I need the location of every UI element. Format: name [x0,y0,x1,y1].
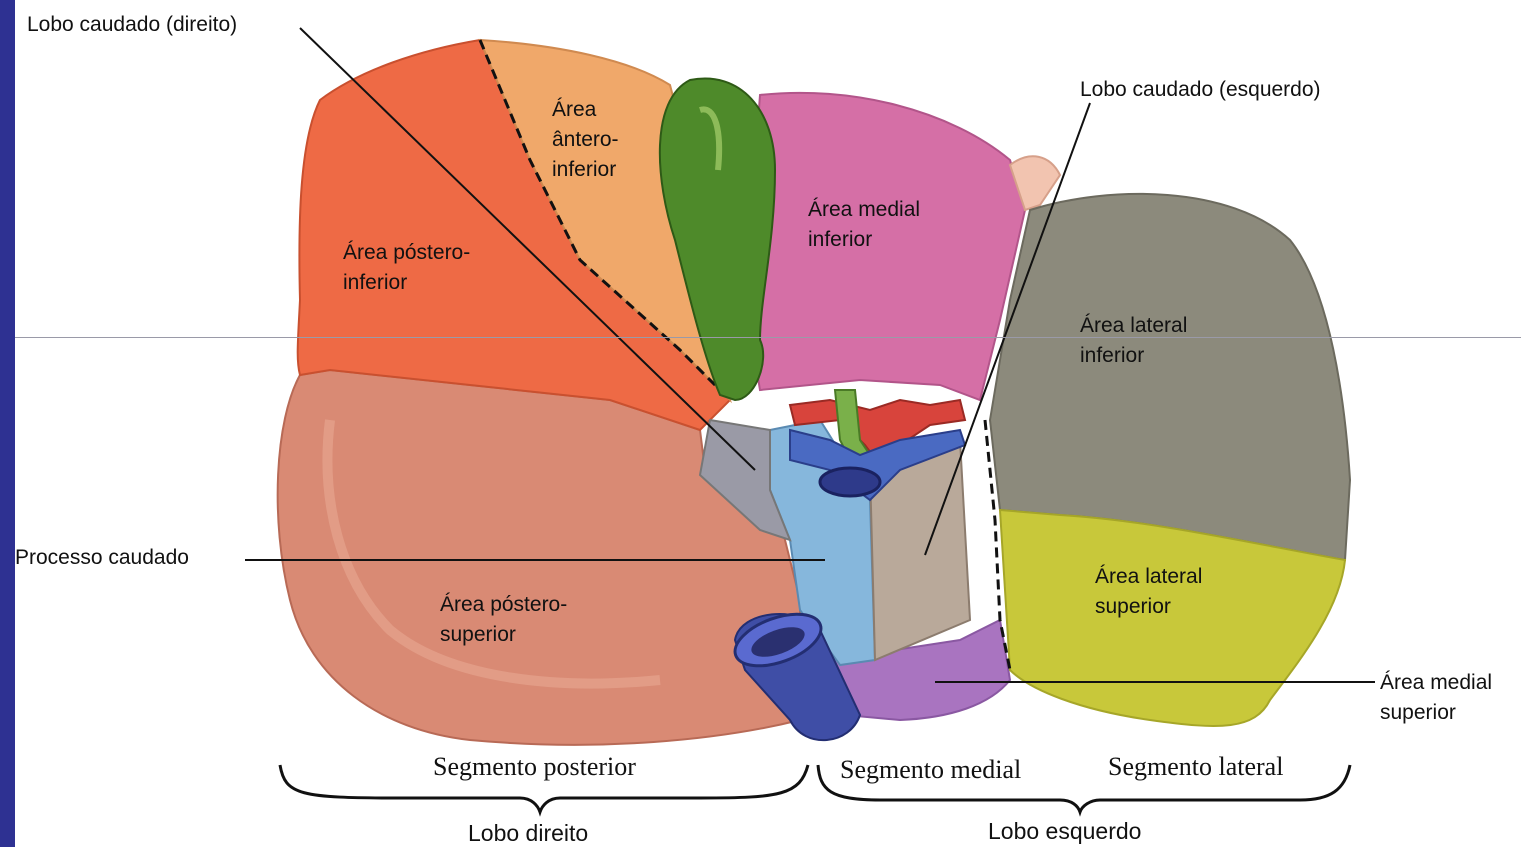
label-segmento-lateral: Segmento lateral [1108,752,1283,782]
label-line: inferior [1080,341,1187,371]
horizontal-rule [15,337,1521,338]
label-line: inferior [552,155,619,185]
area-lateral-inferior-shape [990,194,1350,560]
label-area-medial-superior: Área medial superior [1380,668,1492,728]
label-line: superior [1095,592,1202,622]
label-lobo-direito: Lobo direito [468,818,588,848]
label-line: Área póstero- [440,590,567,620]
vessel-opening [820,468,880,496]
label-line: Área lateral [1095,562,1202,592]
label-area-lateral-inferior: Área lateral inferior [1080,311,1187,371]
label-area-medial-inferior: Área medial inferior [808,195,920,255]
label-area-antero-inferior: Área ântero- inferior [552,95,619,185]
label-lobo-caudado-esquerdo: Lobo caudado (esquerdo) [1080,75,1321,105]
label-line: superior [1380,698,1492,728]
label-line: Área medial [1380,668,1492,698]
label-area-postero-inferior: Área póstero- inferior [343,238,470,298]
label-lobo-caudado-direito: Lobo caudado (direito) [27,10,237,40]
label-segmento-posterior: Segmento posterior [433,752,636,782]
label-area-postero-superior: Área póstero- superior [440,590,567,650]
label-line: ântero- [552,125,619,155]
label-processo-caudado: Processo caudado [15,543,189,573]
label-line: inferior [343,268,470,298]
label-line: superior [440,620,567,650]
label-line: Área [552,95,619,125]
label-area-lateral-superior: Área lateral superior [1095,562,1202,622]
label-segmento-medial: Segmento medial [840,755,1021,785]
label-line: inferior [808,225,920,255]
label-line: Área póstero- [343,238,470,268]
label-lobo-esquerdo: Lobo esquerdo [988,816,1141,846]
label-line: Área medial [808,195,920,225]
